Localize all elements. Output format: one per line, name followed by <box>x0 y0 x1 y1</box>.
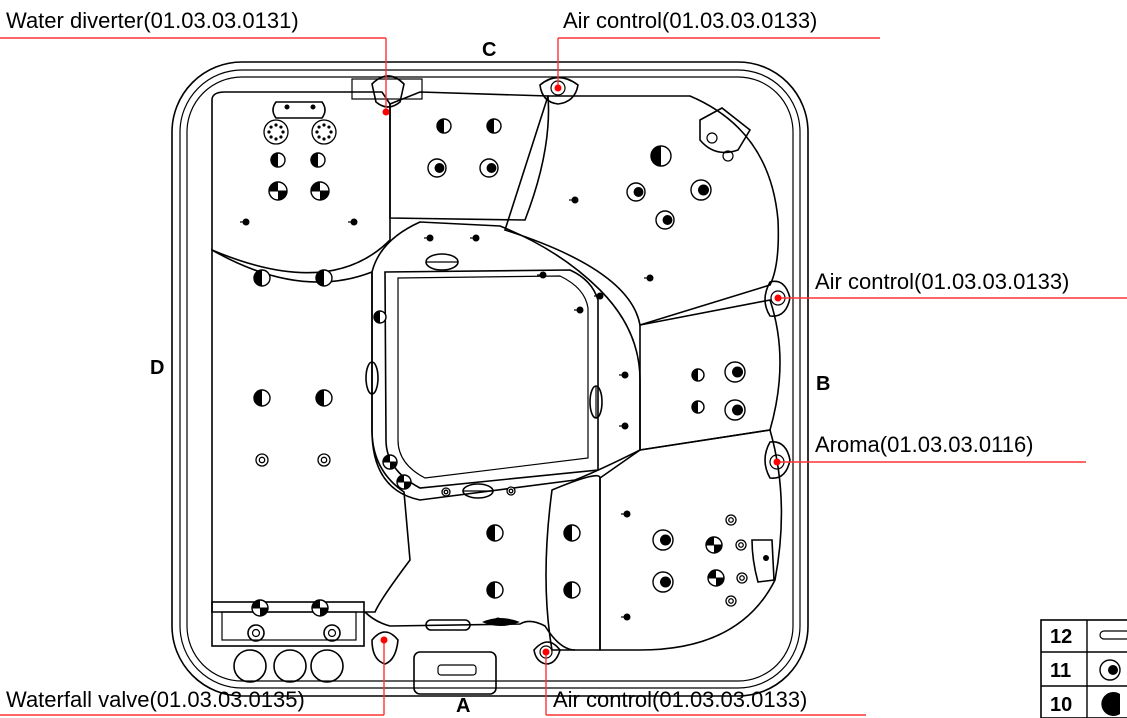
components <box>233 75 791 695</box>
jet-icon <box>315 269 333 287</box>
legend-row-10: 10 <box>1050 694 1072 716</box>
jet-icon <box>396 474 412 490</box>
jet-icon <box>310 152 326 168</box>
legend-row-12: 12 <box>1050 626 1072 648</box>
rotary-jet-icon <box>735 539 747 551</box>
callout-waterfall-valve: Waterfall valve(01.03.03.0135) <box>6 687 305 712</box>
legend-jet-icon-10 <box>1101 692 1120 716</box>
jet-icon <box>690 179 712 201</box>
jet-icon <box>486 524 504 542</box>
callout-air-control-bottom: Air control(01.03.03.0133) <box>553 687 807 712</box>
jet-icon <box>724 399 746 421</box>
seat-contours <box>211 91 783 651</box>
jets <box>240 118 748 625</box>
side-label-d: D <box>150 357 164 379</box>
jet-icon <box>652 571 674 593</box>
rotary-jet-icon <box>725 514 737 526</box>
side-label-b: B <box>816 373 830 395</box>
rotary-jet-icon <box>255 453 269 467</box>
jet-icon <box>724 361 746 383</box>
legend-jet-icon-11 <box>1099 659 1121 681</box>
jet-icon <box>705 536 723 554</box>
side-label-a: A <box>456 695 470 717</box>
side-labels: C D B A <box>150 39 830 717</box>
jet-icon <box>315 389 333 407</box>
legend-table: 12 11 10 <box>1040 619 1127 718</box>
jet-icon <box>310 181 330 201</box>
jet-icon <box>382 454 398 470</box>
jet-icon <box>270 152 286 168</box>
jet-icon <box>691 368 705 382</box>
jet-icon <box>652 529 674 551</box>
rotary-jet-icon <box>441 487 451 497</box>
jet-icon <box>253 269 271 287</box>
jet-icon <box>655 210 675 230</box>
jet-icon <box>373 310 387 324</box>
jet-icon <box>427 158 447 178</box>
jet-icon <box>563 524 581 542</box>
cluster-jet-icon <box>311 119 337 145</box>
rotary-jet-icon <box>317 453 331 467</box>
rotary-jet-icon <box>725 595 737 607</box>
jet-icon <box>707 569 725 587</box>
jet-icon <box>436 118 452 134</box>
rotary-jet-icon <box>506 486 516 496</box>
jet-icon <box>486 118 502 134</box>
rotary-jet-icon <box>736 572 748 584</box>
jet-icon <box>251 599 269 617</box>
callout-aroma: Aroma(01.03.03.0116) <box>815 432 1034 457</box>
callout-air-control-top: Air control(01.03.03.0133) <box>563 8 817 33</box>
jet-icon <box>311 599 329 617</box>
tub-shell <box>171 61 809 697</box>
jet-icon <box>563 581 581 599</box>
legend-row-11: 11 <box>1050 660 1071 682</box>
jet-icon <box>253 389 271 407</box>
jet-icon <box>691 400 705 414</box>
jet-icon <box>268 181 288 201</box>
jet-icon <box>479 158 499 178</box>
side-label-c: C <box>482 39 496 61</box>
jet-icon <box>626 182 646 202</box>
jet-icon <box>486 581 504 599</box>
callouts: Water diverter(01.03.03.0131) Air contro… <box>0 8 1127 716</box>
callout-water-diverter: Water diverter(01.03.03.0131) <box>6 8 299 33</box>
cluster-jet-icon <box>263 119 289 145</box>
jet-icon <box>650 145 672 167</box>
callout-air-control-right: Air control(01.03.03.0133) <box>815 269 1069 294</box>
legend-skimmer-icon <box>1099 630 1127 640</box>
